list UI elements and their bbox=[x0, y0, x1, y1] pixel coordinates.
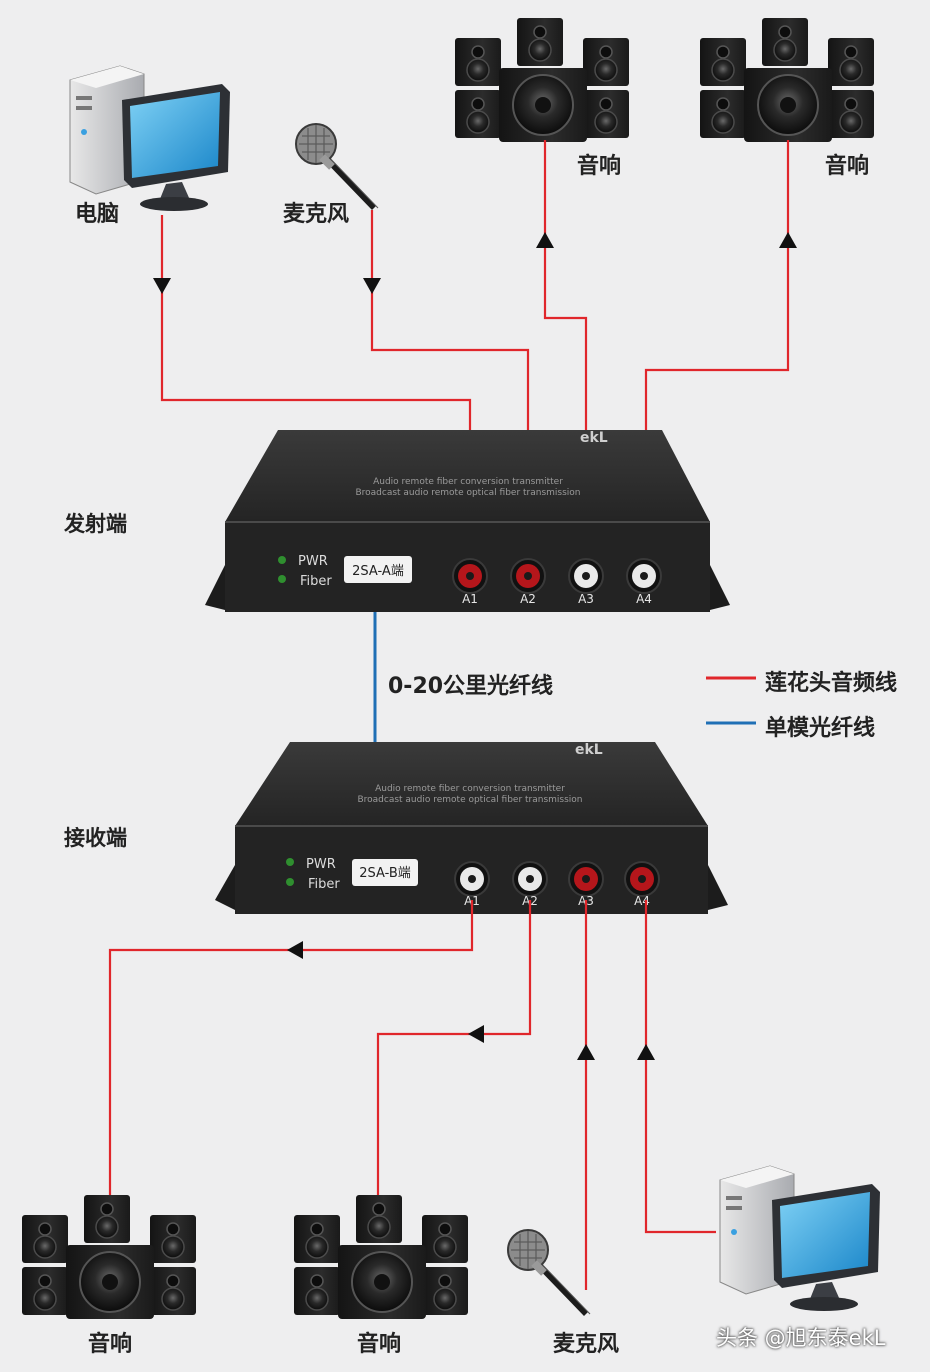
arrow-down-icon bbox=[363, 278, 381, 294]
label-mic-top: 麦克风 bbox=[283, 202, 350, 227]
transmitter-unit: Audio remote fiber conversion transmitte… bbox=[205, 430, 730, 612]
rca-port bbox=[512, 861, 548, 897]
label-speaker-top-2: 音响 bbox=[825, 154, 870, 179]
port-label: A1 bbox=[462, 592, 478, 606]
label-speaker-top-1: 音响 bbox=[577, 154, 622, 179]
arrow-up-icon bbox=[779, 232, 797, 248]
label-speaker-bottom-2: 音响 bbox=[357, 1332, 402, 1357]
arrow-left-icon bbox=[287, 941, 303, 959]
fiber-label: Fiber bbox=[300, 574, 332, 589]
pwr-led bbox=[286, 858, 294, 866]
rca-port bbox=[568, 558, 604, 594]
label-mic-bottom: 麦克风 bbox=[553, 1332, 620, 1357]
speaker-set-icon bbox=[22, 1195, 196, 1319]
model-tag: 2SA-A端 bbox=[352, 564, 404, 579]
speaker-set-icon bbox=[455, 18, 629, 142]
label-computer-top: 电脑 bbox=[75, 202, 120, 227]
device-a-brand: ekL bbox=[580, 430, 608, 446]
computer-icon bbox=[69, 65, 231, 212]
fiber-label: Fiber bbox=[308, 877, 340, 892]
rca-port bbox=[452, 558, 488, 594]
label-speaker-bottom-1: 音响 bbox=[88, 1332, 133, 1357]
arrow-down-icon bbox=[153, 278, 171, 294]
audio-cable bbox=[108, 900, 716, 1290]
microphone-icon bbox=[507, 1229, 591, 1317]
port-label: A4 bbox=[634, 894, 650, 908]
computer-icon bbox=[719, 1165, 881, 1312]
port-label: A4 bbox=[636, 592, 652, 606]
model-tag: 2SA-B端 bbox=[359, 866, 411, 881]
pwr-led bbox=[278, 556, 286, 564]
arrow-up-icon bbox=[536, 232, 554, 248]
device-b-text-2: Broadcast audio remote optical fiber tra… bbox=[357, 795, 582, 805]
fiber-led bbox=[278, 575, 286, 583]
speaker-set-icon bbox=[294, 1195, 468, 1319]
label-transmitter: 发射端 bbox=[64, 512, 127, 536]
watermark: 头条 @旭东泰ekL bbox=[716, 1326, 886, 1350]
receiver-unit: Audio remote fiber conversion transmitte… bbox=[215, 742, 728, 914]
legend-fiber-label: 单模光纤线 bbox=[765, 716, 876, 741]
arrow-up-icon bbox=[577, 1044, 595, 1060]
arrow-up-icon bbox=[637, 1044, 655, 1060]
legend-audio-label: 莲花头音频线 bbox=[765, 671, 898, 696]
label-receiver: 接收端 bbox=[64, 826, 127, 850]
fiber-led bbox=[286, 878, 294, 886]
device-b-text-1: Audio remote fiber conversion transmitte… bbox=[375, 784, 565, 794]
device-a-text-1: Audio remote fiber conversion transmitte… bbox=[373, 477, 563, 487]
rca-port bbox=[454, 861, 490, 897]
port-label: A3 bbox=[578, 592, 594, 606]
rca-port bbox=[510, 558, 546, 594]
speaker-set-icon bbox=[700, 18, 874, 142]
arrow-left-icon bbox=[468, 1025, 484, 1043]
pwr-label: PWR bbox=[306, 857, 336, 872]
device-a-text-2: Broadcast audio remote optical fiber tra… bbox=[355, 488, 580, 498]
pwr-label: PWR bbox=[298, 554, 328, 569]
rca-port bbox=[624, 861, 660, 897]
label-fiber-distance: 0-20公里光纤线 bbox=[388, 674, 554, 699]
rca-port bbox=[626, 558, 662, 594]
port-label: A2 bbox=[520, 592, 536, 606]
rca-port bbox=[568, 861, 604, 897]
device-b-brand: ekL bbox=[575, 742, 603, 758]
